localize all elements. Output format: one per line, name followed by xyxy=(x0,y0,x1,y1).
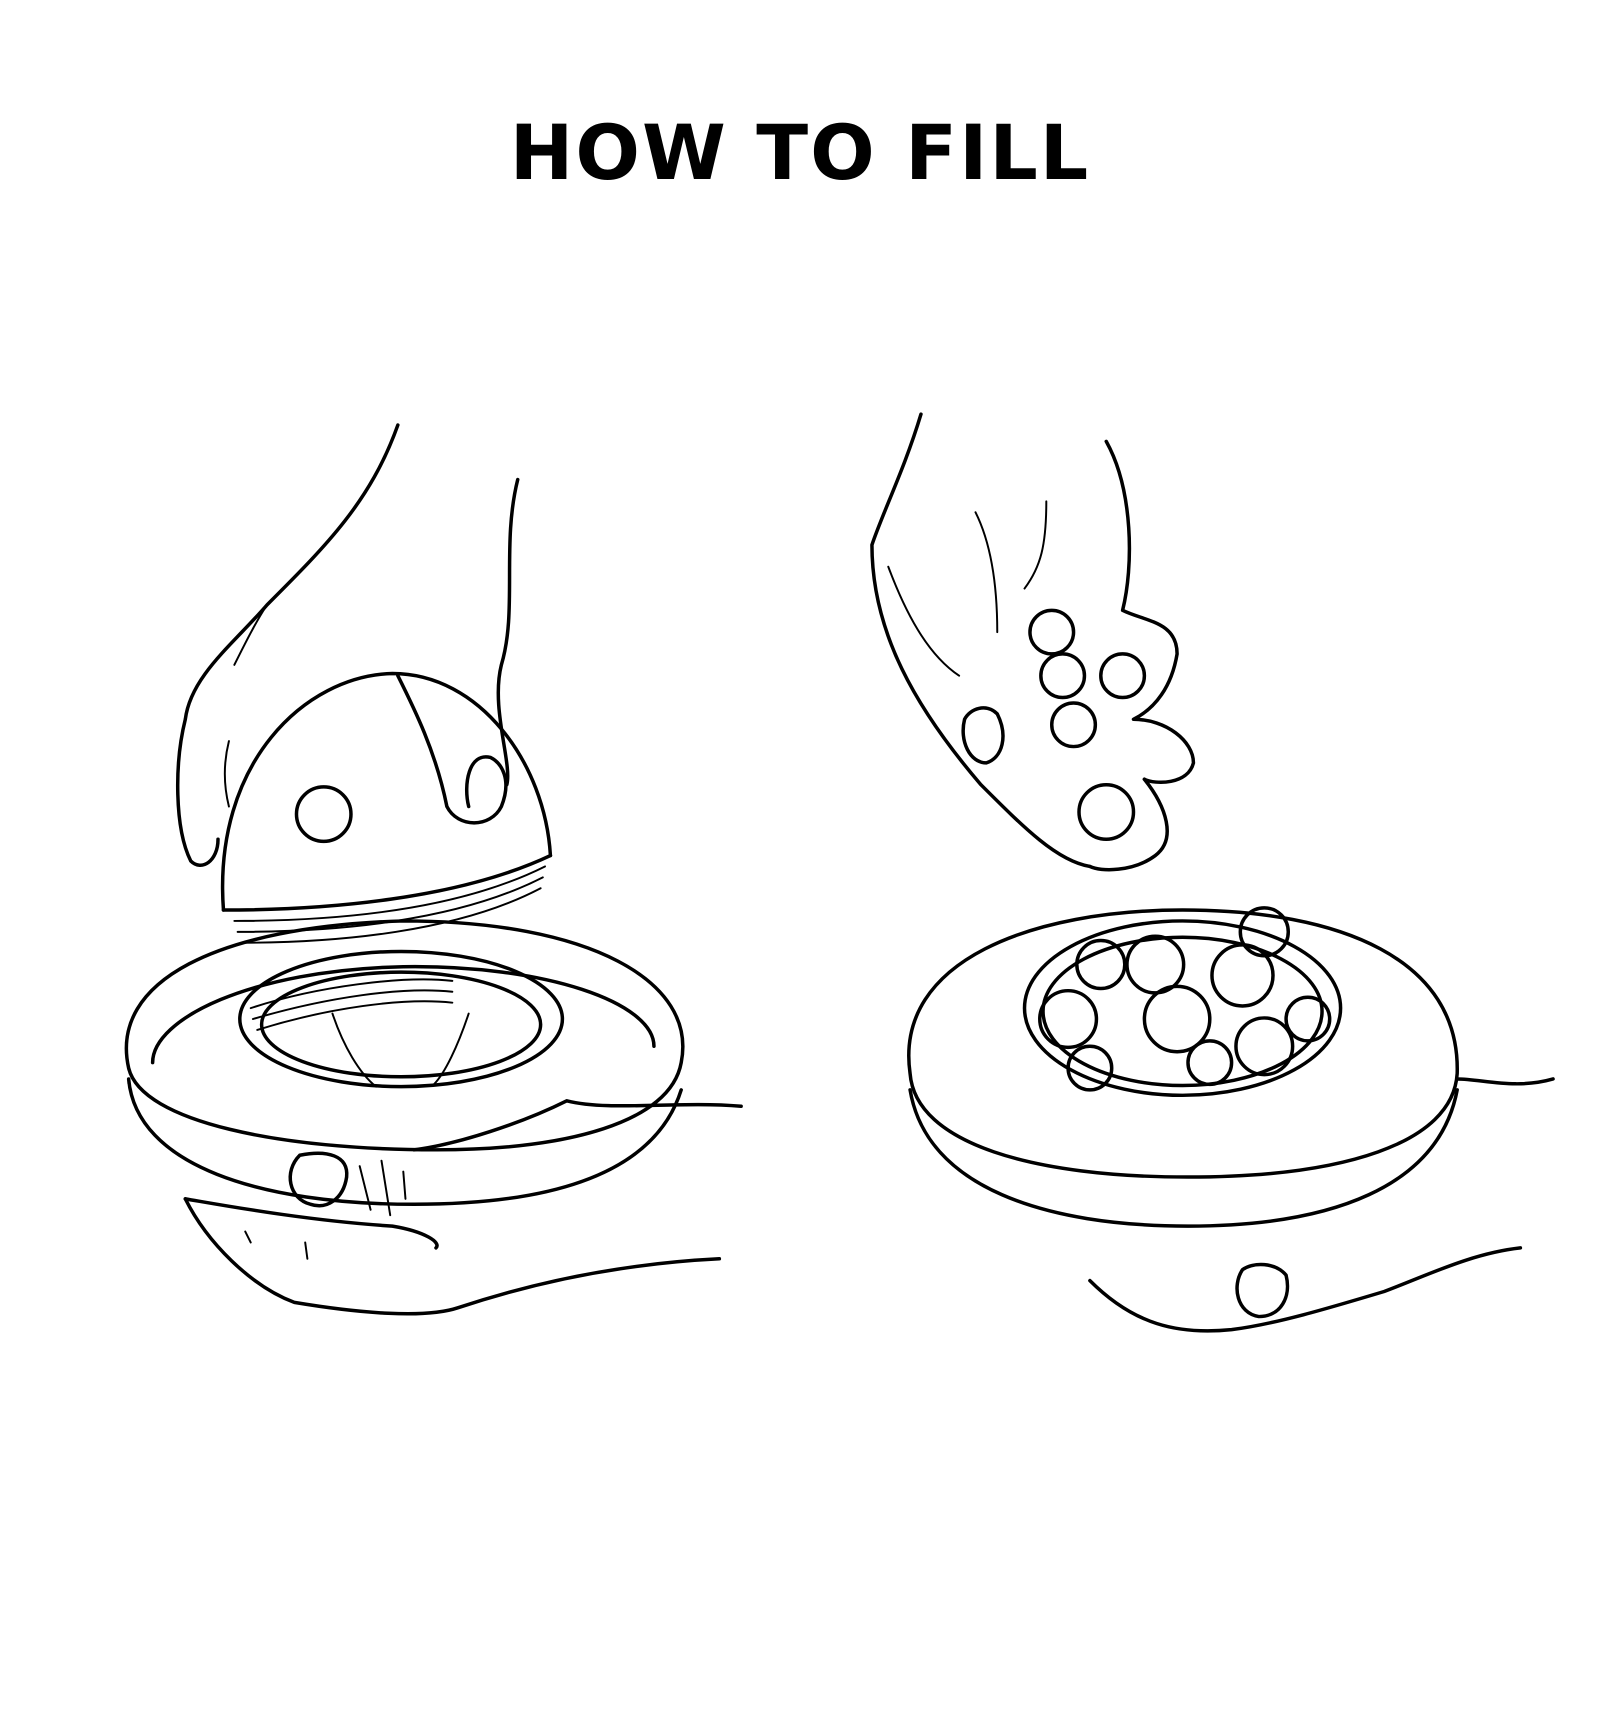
filling-pieces xyxy=(1028,608,1332,1092)
hand-bottom-left xyxy=(183,1099,743,1316)
ring-container-left xyxy=(124,919,685,1207)
lid xyxy=(220,671,553,944)
ring-container-right xyxy=(907,908,1459,1228)
hand-top-right xyxy=(870,412,1196,872)
page-title: HOW TO FILL xyxy=(509,108,1091,197)
hand-top-left xyxy=(175,423,520,867)
step-1-illustration xyxy=(124,423,743,1316)
hand-bottom-right xyxy=(1088,1077,1555,1333)
step-2-illustration xyxy=(870,412,1555,1333)
